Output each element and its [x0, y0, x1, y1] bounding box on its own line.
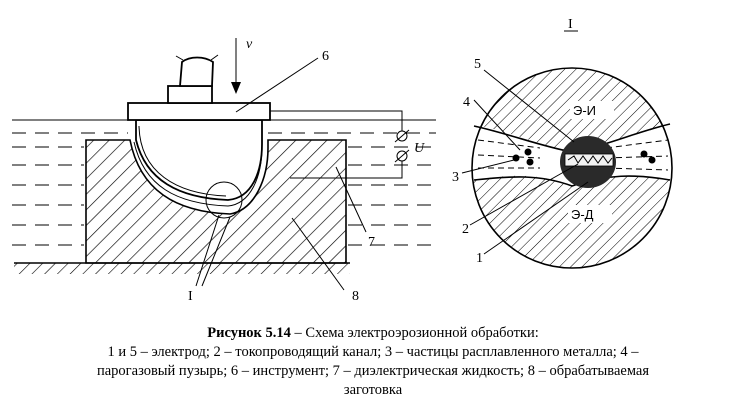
- label-voltage: U: [414, 141, 425, 156]
- tool-instrument: [135, 119, 263, 201]
- caption-line-3: парогазовый пузырь; 6 – инструмент; 7 – …: [96, 363, 650, 379]
- label-8: 8: [352, 289, 359, 304]
- left-leaders: [195, 57, 367, 291]
- edm-scheme-diagram: v U 6 7 8 I I: [12, 17, 673, 304]
- figure-caption: Рисунок 5.14 – Схема электроэрозионной о…: [0, 324, 746, 400]
- label-1: 1: [476, 251, 483, 266]
- caption-line-1: Рисунок 5.14 – Схема электроэрозионной о…: [0, 324, 746, 343]
- feed-arrow: [231, 38, 241, 94]
- caption-title: Рисунок 5.14: [207, 325, 291, 341]
- label-ed: Э-Д: [571, 207, 594, 222]
- label-5: 5: [474, 57, 481, 72]
- caption-line-4: заготовка: [343, 382, 403, 398]
- tool-holder: [127, 54, 271, 121]
- label-6: 6: [322, 49, 329, 64]
- caption-line-2: 1 и 5 – электрод; 2 – токопроводящий кан…: [107, 344, 639, 360]
- left-scheme: v U 6 7 8 I: [12, 37, 436, 304]
- molten-particles: [512, 148, 656, 166]
- label-detail-left: I: [188, 289, 193, 304]
- label-3: 3: [452, 170, 459, 185]
- label-detail-right: I: [568, 17, 573, 32]
- gap-fluid: [477, 139, 669, 171]
- label-4: 4: [463, 95, 470, 110]
- label-2: 2: [462, 222, 469, 237]
- label-velocity: v: [246, 37, 253, 52]
- conductive-channel: [564, 153, 614, 167]
- right-leaders: [461, 69, 589, 255]
- base-ground: [14, 262, 350, 274]
- label-ei: Э-И: [573, 103, 596, 118]
- label-7: 7: [368, 235, 375, 250]
- detail-circle-marker: [205, 181, 243, 219]
- caption-title-rest: – Схема электроэрозионной обработки:: [290, 325, 539, 341]
- power-circuit: [270, 110, 410, 179]
- right-detail: I: [452, 17, 673, 269]
- workpiece: [85, 139, 347, 264]
- detail-circle: [471, 67, 673, 269]
